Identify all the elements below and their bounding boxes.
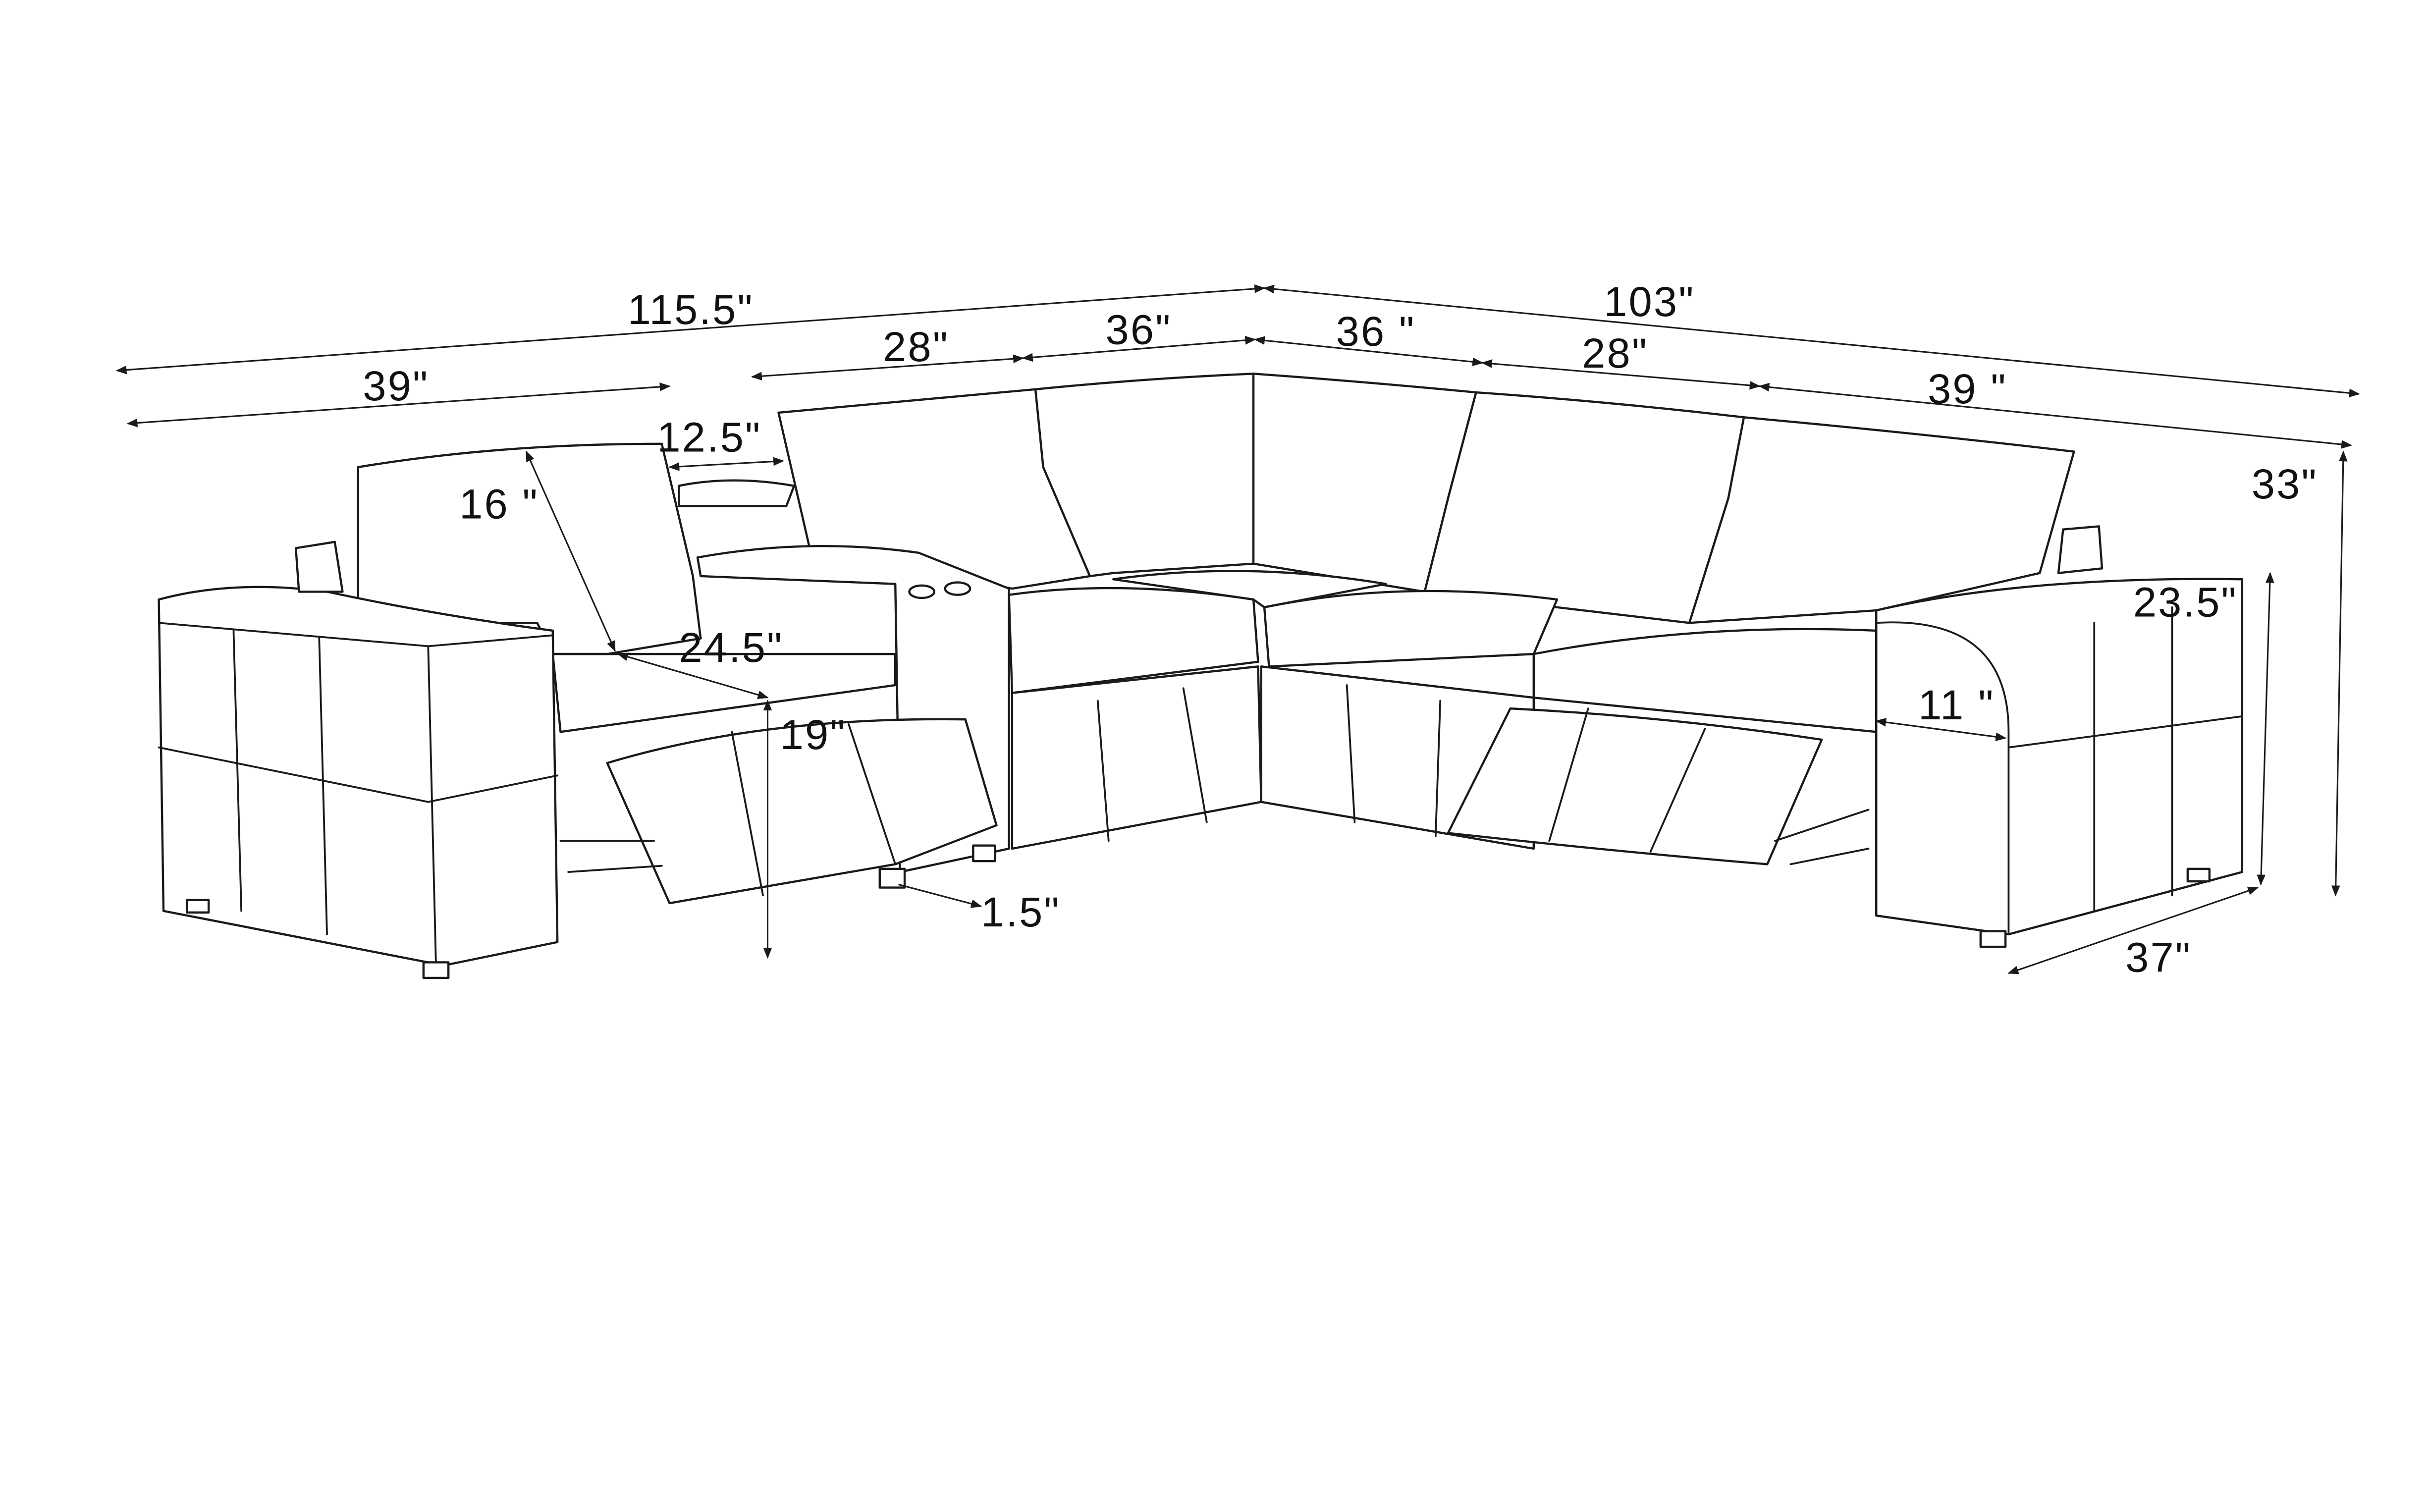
footrest-right (1447, 707, 1823, 865)
leg (422, 961, 450, 979)
label-arm-width: 11 " (1918, 681, 1995, 728)
dim-line (1758, 382, 2353, 449)
label-seat-height: 19" (780, 711, 847, 758)
dim-line-total-left (115, 284, 1266, 375)
dim-line-console (668, 457, 785, 471)
label-seat-depth: 24.5" (679, 624, 783, 671)
dim-line-left-chaise (126, 382, 671, 428)
right-arm (1875, 578, 2244, 936)
dim-line (1481, 359, 1761, 390)
dim-line-backrest (525, 450, 616, 652)
label-console: 12.5" (657, 414, 761, 461)
seat-cushion-2 (1112, 570, 1387, 609)
front-panel-corner (1011, 665, 1262, 850)
label-backrest: 16 " (459, 481, 539, 528)
label-arm-height: 23.5" (2133, 579, 2238, 626)
dim-line-total-right (1263, 284, 2360, 398)
left-footrest (606, 718, 998, 905)
right-arm-handle (2057, 525, 2104, 574)
dim-line (1254, 336, 1484, 367)
dimension-lines (115, 284, 2360, 974)
dim-line-arm-width (1875, 718, 2007, 741)
dim-line-leg (898, 883, 982, 908)
dim-line (1022, 336, 1256, 362)
dim-line-arm-height (2257, 572, 2274, 886)
back-cushion-right (1423, 391, 1745, 624)
cup-holder (908, 584, 935, 599)
label-leg: 1.5" (981, 888, 1061, 935)
seat-cushion-4 (1532, 628, 1878, 733)
dim-line-height (2331, 450, 2348, 897)
label-right-corner: 36 " (1336, 308, 1416, 355)
label-total-height: 33" (2252, 460, 2318, 507)
leg (185, 899, 210, 914)
label-left-chaise: 39" (363, 362, 429, 409)
dim-line (751, 354, 1025, 381)
label-total-right: 103" (1604, 278, 1695, 325)
left-arm-handle (294, 540, 344, 593)
console-lid (678, 479, 796, 507)
label-right-end: 39 " (1928, 365, 2007, 412)
label-left-back: 28" (883, 323, 949, 370)
leg (972, 844, 996, 863)
dim-line-depth (2007, 886, 2259, 974)
leg (1979, 930, 2007, 948)
dim-line-seat-depth (617, 652, 769, 700)
cup-holder (944, 581, 972, 596)
label-total-left: 115.5" (628, 286, 754, 333)
label-right-back: 28" (1582, 329, 1648, 377)
label-left-corner: 36" (1105, 306, 1172, 353)
left-arm (158, 586, 559, 967)
label-depth: 37" (2125, 933, 2192, 980)
dimension-labels: 115.5" 103" 39" 28" 36" 36 " 28" 39 " 12… (363, 278, 2318, 980)
seat-cushion-3 (1263, 590, 1559, 668)
sofa-illustration (158, 373, 2244, 979)
leg (2186, 867, 2211, 883)
